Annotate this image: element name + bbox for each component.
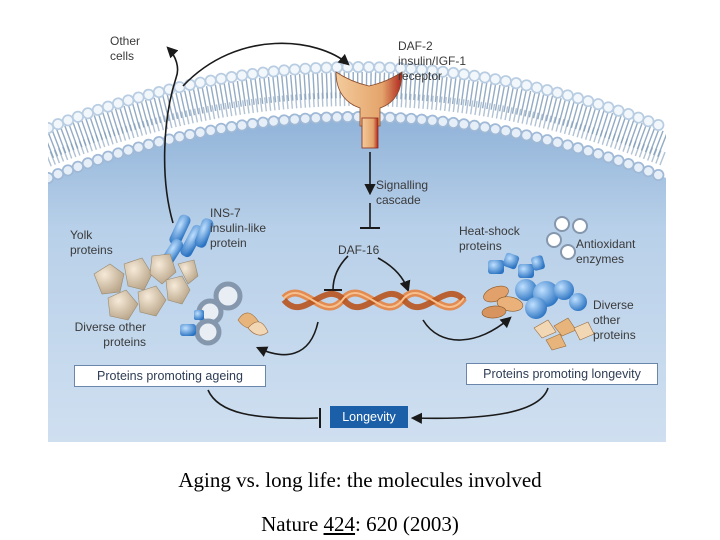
figure-caption-title: Aging vs. long life: the molecules invol… — [178, 468, 542, 492]
label-signalling-cascade: Signalling cascade — [376, 178, 429, 207]
box-proteins-promoting-longevity: Proteins promoting longevity — [466, 363, 658, 385]
label-antioxidant-enzymes: Antioxidant enzymes — [576, 237, 636, 266]
box-longevity: Longevity — [330, 406, 408, 428]
label-daf16: DAF-16 — [338, 243, 380, 257]
dna-helix — [281, 289, 467, 311]
citation-volume[interactable]: 424 — [323, 512, 356, 536]
pathway-diagram-art — [48, 42, 666, 442]
label-diverse-other-proteins-left: Diverse other proteins — [74, 320, 146, 349]
cytoplasm — [48, 113, 666, 442]
pathway-figure: Other cells DAF-2 insulin/IGF-1 receptor… — [48, 28, 666, 442]
yolk-proteins — [93, 253, 199, 321]
label-other-cells: Other cells — [110, 34, 141, 63]
box-proteins-promoting-ageing: Proteins promoting ageing — [74, 365, 266, 387]
citation-journal: Nature — [261, 512, 319, 536]
label-heat-shock-proteins: Heat-shock proteins — [459, 224, 520, 253]
figure-citation: Nature 424: 620 (2003) — [0, 512, 720, 537]
label-ins7: INS-7 insulin-like protein — [210, 206, 267, 250]
label-yolk-proteins: Yolk proteins — [70, 228, 113, 257]
citation-pages: : 620 (2003) — [355, 512, 459, 536]
label-diverse-other-proteins-right: Diverse other proteins — [593, 298, 636, 342]
diverse-proteins-left — [180, 281, 269, 346]
ins7-proteins — [160, 214, 214, 268]
antioxidant-enzymes — [546, 216, 588, 260]
heat-shock-proteins — [488, 252, 545, 278]
label-daf2-receptor: DAF-2 insulin/IGF-1 receptor — [398, 39, 467, 83]
longevity-protein-cluster — [481, 279, 595, 351]
daf2-receptor — [335, 71, 403, 149]
